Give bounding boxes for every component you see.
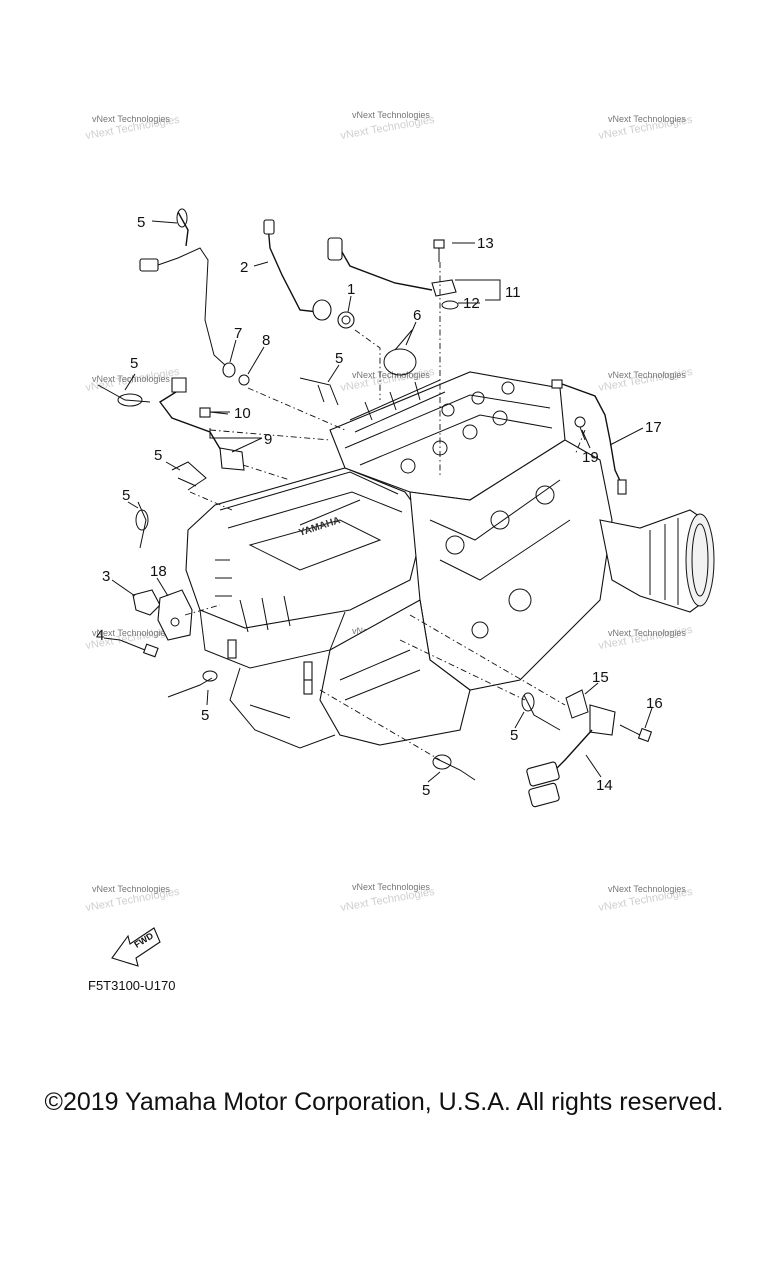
part-1-cap: [337, 311, 355, 329]
part-5-clip-b: [135, 501, 149, 549]
part-8-washer: [238, 374, 250, 386]
callout-5-a: 5: [154, 447, 162, 464]
callout-5-c: 5: [201, 707, 209, 724]
callout-10: 10: [234, 405, 251, 422]
diagram-code: F5T3100-U170: [88, 978, 175, 993]
watermark-text: vNext Technologies: [92, 884, 170, 894]
part-13-bolt: [433, 239, 445, 262]
callout-7: 7: [234, 325, 242, 342]
part-6-band: [383, 329, 417, 376]
callout-12: 12: [463, 295, 480, 312]
watermark-text: vNext Technologies: [352, 110, 430, 120]
callout-16: 16: [646, 695, 663, 712]
watermark-text: vNext Technologies: [92, 374, 170, 384]
callout-leaders: [103, 220, 653, 783]
callout-1: 1: [347, 281, 355, 298]
callout-15: 15: [592, 669, 609, 686]
part-16-bolt: [619, 724, 653, 743]
watermark-text: vNext Technologies: [92, 628, 170, 638]
part-5-clip-e: [432, 754, 476, 781]
callout-18: 18: [150, 563, 167, 580]
engine-assembly: YAMAHA: [185, 371, 715, 749]
part-12-oring: [441, 300, 459, 310]
fwd-arrow-icon: FWD: [111, 927, 161, 967]
watermark-text: vNext Technologies: [352, 882, 430, 892]
watermark-text: vNext Technologies: [608, 114, 686, 124]
callout-5-d: 5: [510, 727, 518, 744]
part-4-bolt: [119, 639, 159, 658]
part-5-clip-mid: [299, 377, 339, 406]
part-19-bolt: [574, 416, 586, 441]
callout-14: 14: [596, 777, 613, 794]
callout-4: 4: [96, 627, 104, 644]
part-5-clip-c: [167, 670, 218, 698]
watermark-text: vNext Technologies: [608, 884, 686, 894]
callout-2: 2: [240, 259, 248, 276]
part-5-clip-a: [171, 461, 207, 491]
callout-5-left: 5: [130, 355, 138, 372]
watermark-text: vNext Technologies: [92, 114, 170, 124]
callout-3: 3: [102, 568, 110, 585]
callout-17: 17: [645, 419, 662, 436]
callout-5-top: 5: [137, 214, 145, 231]
callout-5-e: 5: [422, 782, 430, 799]
part-5-clip-left: [97, 384, 151, 407]
watermark: vNext Technologies vNext Technologies: [85, 114, 181, 142]
part-15-gasket: [565, 689, 589, 719]
part-14-sensor: [526, 704, 616, 808]
callout-5-mid: 5: [335, 350, 343, 367]
watermark-text: vNext Technologies: [352, 370, 430, 380]
callout-19: 19: [582, 449, 599, 466]
watermark: vNext Technologies vNext Technologies: [598, 366, 694, 394]
callouts: 5 2 1 6 13 11 12 7 8 5 5 10 9 5 5 3 18 4…: [96, 214, 663, 799]
callout-13: 13: [477, 235, 494, 252]
callout-8: 8: [262, 332, 270, 349]
watermark-text: vNext Technologies: [608, 370, 686, 380]
watermark: vNext Technologies vNext Technologies: [598, 624, 694, 652]
watermark: vNext Technologies vNext Technologies: [598, 884, 694, 914]
part-sensor-harness-left: [139, 247, 226, 366]
part-7-sensor: [222, 362, 236, 378]
watermark: vNext Technologies vNext Technologies: [598, 114, 694, 142]
part-5-clip-d: [521, 692, 561, 731]
watermark: vNext Technologies vNext Technologies: [85, 884, 181, 914]
callout-6: 6: [413, 307, 421, 324]
part-2-sensor: [263, 219, 332, 321]
part-11-sensor-harness: [327, 237, 457, 297]
part-3-sensor: [132, 589, 161, 616]
part-18-bracket: [157, 589, 193, 641]
callout-11: 11: [505, 284, 521, 301]
part-17-sensor: [551, 379, 627, 495]
watermark-text: vNext Technologies: [608, 628, 686, 638]
callout-9: 9: [264, 431, 272, 448]
watermark: vNext Technologies vNext Technologies: [340, 882, 436, 914]
part-9-sensor-harness: [158, 377, 245, 471]
copyright-notice: ©2019 Yamaha Motor Corporation, U.S.A. A…: [44, 1088, 724, 1116]
watermark: vNext Technologies vNext Technologies: [340, 110, 436, 142]
callout-5-b: 5: [122, 487, 130, 504]
part-5-clip-top: [176, 208, 189, 247]
